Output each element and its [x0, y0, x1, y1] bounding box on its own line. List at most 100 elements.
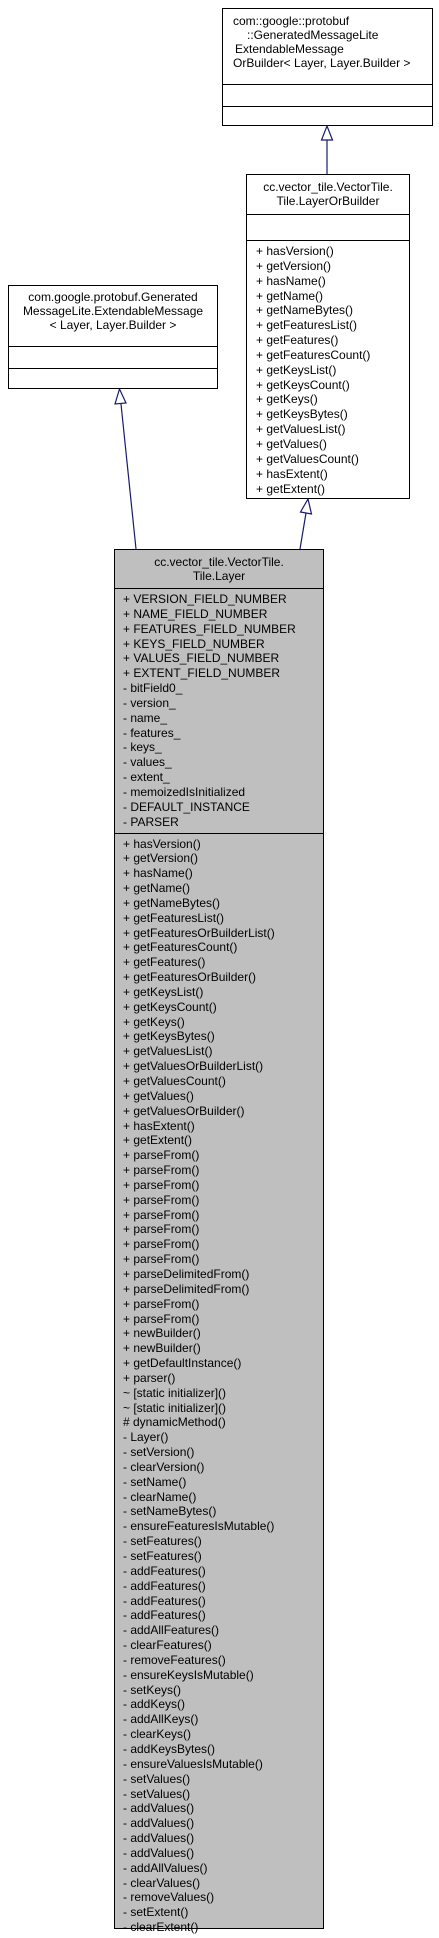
class-member: - setNameBytes(): [123, 1504, 217, 1519]
class-member: + getFeatures(): [256, 333, 339, 348]
class-member: - memoizedIsInitialized: [123, 784, 246, 799]
class-member: - features_: [123, 725, 181, 740]
attributes-section: [9, 346, 217, 368]
class-member: + NAME_FIELD_NUMBER: [123, 606, 268, 621]
methods-section: [223, 106, 432, 126]
class-member: + parseFrom(): [123, 1177, 200, 1192]
class-name: cc.vector_tile.VectorTile. Tile.LayerOrB…: [247, 175, 409, 214]
class-extendable-message: com.google.protobuf.Generated MessageLit…: [8, 285, 218, 389]
class-member: - ensureFeaturesIsMutable(): [123, 1519, 275, 1534]
class-member: + getFeatures(): [123, 955, 206, 970]
class-member: - removeValues(): [123, 1890, 215, 1905]
class-member: + parseFrom(): [123, 1192, 200, 1207]
class-member: - removeFeatures(): [123, 1652, 226, 1667]
class-name-line: com::google::protobuf: [233, 14, 350, 28]
class-member: + parseDelimitedFrom(): [123, 1266, 250, 1281]
class-member: + KEYS_FIELD_NUMBER: [123, 636, 265, 651]
class-member: + newBuilder(): [123, 1341, 201, 1356]
class-member: - addFeatures(): [123, 1578, 206, 1593]
class-name-line: ::GeneratedMessageLite: [247, 28, 379, 42]
class-member: + getFeaturesCount(): [256, 347, 371, 362]
class-member: + getKeysBytes(): [123, 1029, 215, 1044]
class-member: - addAllFeatures(): [123, 1623, 220, 1638]
class-member: - values_: [123, 755, 172, 770]
class-member: + getExtent(): [256, 481, 326, 496]
class-name: com.google.protobuf.Generated MessageLit…: [9, 286, 217, 338]
class-member: + getValuesList(): [123, 1044, 213, 1059]
class-name-line: MessageLite.ExtendableMessage: [22, 304, 204, 318]
class-member: - addFeatures(): [123, 1593, 206, 1608]
class-name-line: Tile.Layer: [192, 569, 246, 583]
class-member: + getKeysBytes(): [256, 407, 348, 422]
class-member: - addValues(): [123, 1845, 195, 1860]
class-member: - clearName(): [123, 1489, 197, 1504]
class-member: - setValues(): [123, 1786, 191, 1801]
class-member: + getKeysList(): [123, 984, 204, 999]
class-member: + getKeysCount(): [256, 377, 350, 392]
class-member: - version_: [123, 695, 176, 710]
class-name-line: < Layer, Layer.Builder >: [49, 318, 177, 332]
class-member: - clearVersion(): [123, 1459, 205, 1474]
class-member: + VERSION_FIELD_NUMBER: [123, 592, 287, 606]
class-member: + getValuesList(): [256, 422, 346, 437]
class-member: + getValuesOrBuilderList(): [123, 1059, 264, 1074]
class-member: - ensureKeysIsMutable(): [123, 1667, 254, 1682]
methods-section: + hasVersion()+ getVersion()+ hasName()+…: [247, 240, 409, 499]
class-layer: cc.vector_tile.VectorTile. Tile.Layer + …: [114, 549, 324, 1934]
class-member: + getValuesCount(): [123, 1074, 226, 1088]
class-member: + newBuilder(): [123, 1326, 201, 1341]
class-member: + parseFrom(): [123, 1163, 200, 1178]
attributes-section: [247, 214, 409, 240]
class-member: + parseFrom(): [123, 1296, 200, 1311]
class-member: + getNameBytes(): [123, 895, 221, 910]
edge-layer-to-extendable-message: [120, 403, 137, 550]
class-member: + parseFrom(): [123, 1148, 200, 1163]
class-member: - clearKeys(): [123, 1727, 192, 1742]
class-member: - ensureValuesIsMutable(): [123, 1756, 263, 1771]
class-member: + getName(): [256, 288, 324, 303]
class-member: + getNameBytes(): [256, 303, 354, 318]
class-name-line: OrBuilder< Layer, Layer.Builder >: [233, 56, 411, 70]
class-layer-or-builder: cc.vector_tile.VectorTile. Tile.LayerOrB…: [246, 174, 410, 499]
class-member: - setExtent(): [123, 1905, 189, 1920]
class-member: - addKeys(): [123, 1697, 186, 1712]
class-member: - addValues(): [123, 1816, 195, 1831]
class-member: - PARSER: [123, 814, 179, 829]
class-name: cc.vector_tile.VectorTile. Tile.Layer: [115, 550, 323, 588]
class-member: + hasVersion(): [256, 244, 334, 258]
class-member: - setName(): [123, 1474, 187, 1489]
class-member: - clearValues(): [123, 1875, 201, 1890]
class-name-line: Tile.LayerOrBuilder: [276, 194, 380, 208]
inheritance-arrowhead: [320, 124, 334, 141]
class-member: - setVersion(): [123, 1445, 195, 1460]
class-member: + parseFrom(): [123, 1237, 200, 1252]
class-member: + hasVersion(): [123, 836, 201, 851]
class-member: - clearFeatures(): [123, 1638, 212, 1653]
class-member: - setFeatures(): [123, 1534, 202, 1549]
class-member: - keys_: [123, 740, 162, 755]
class-member: + getValuesCount(): [256, 451, 359, 466]
class-member: + getKeys(): [123, 1014, 185, 1029]
class-member: + hasName(): [123, 866, 193, 881]
class-member: + getVersion(): [256, 258, 332, 273]
class-member: + parser(): [123, 1370, 176, 1385]
class-member: - addFeatures(): [123, 1608, 206, 1623]
class-member: # dynamicMethod(): [123, 1415, 226, 1430]
class-member: - addValues(): [123, 1801, 195, 1816]
class-member: + getValuesOrBuilder(): [123, 1103, 245, 1118]
class-member: - addKeysBytes(): [123, 1741, 216, 1756]
class-name: com::google::protobuf ::GeneratedMessage…: [223, 9, 432, 76]
class-member: + parseDelimitedFrom(): [123, 1281, 250, 1296]
class-member: - addAllKeys(): [123, 1712, 199, 1727]
class-member: - setFeatures(): [123, 1549, 202, 1563]
class-member: + getFeaturesOrBuilderList(): [123, 925, 275, 940]
class-member: + getKeys(): [256, 392, 318, 407]
class-member: + getFeaturesList(): [256, 318, 358, 333]
class-name-line: cc.vector_tile.VectorTile.: [154, 555, 284, 569]
class-member: - extent_: [123, 770, 170, 785]
class-member: + getFeaturesList(): [123, 910, 225, 925]
class-member: - addFeatures(): [123, 1563, 206, 1578]
edge-layer-to-layer-or-builder: [299, 512, 307, 550]
class-member: - DEFAULT_INSTANCE: [123, 799, 250, 814]
